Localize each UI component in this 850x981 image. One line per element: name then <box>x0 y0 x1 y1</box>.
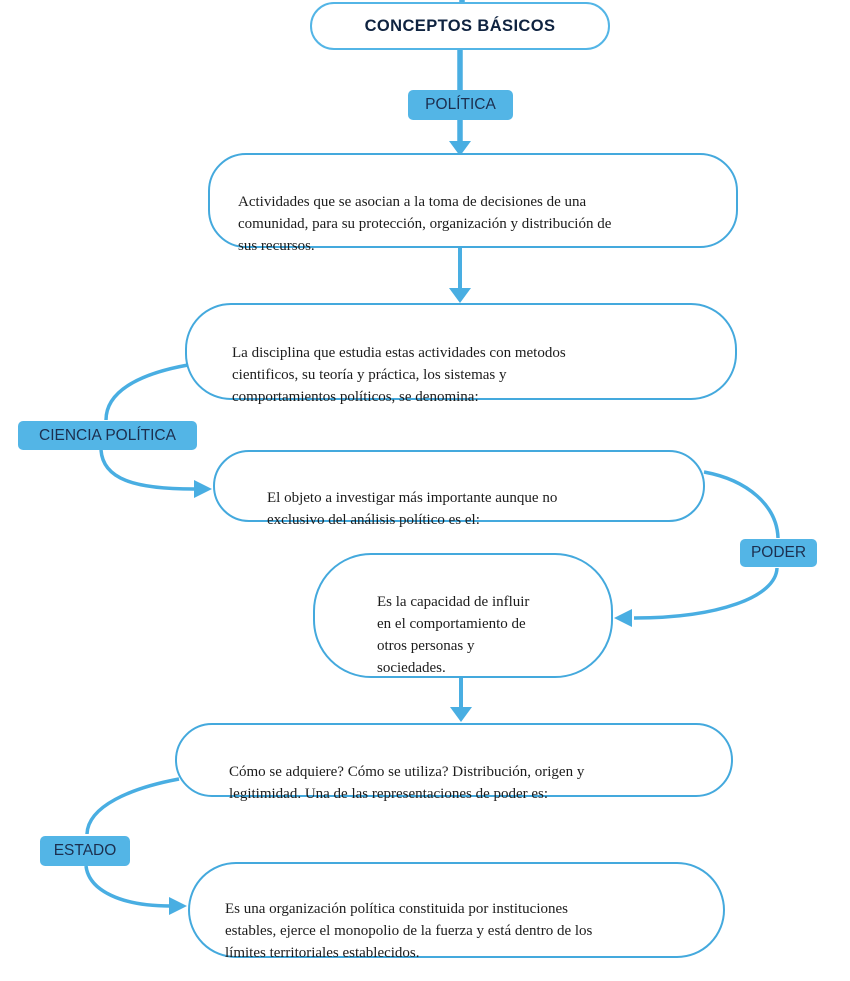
curve-estado-in <box>85 777 180 835</box>
label-ciencia-politica: CIENCIA POLÍTICA <box>18 421 197 450</box>
poder-definition-text: Es la capacidad de influir en el comport… <box>377 594 530 676</box>
node-conceptos-basicos: CONCEPTOS BÁSICOS <box>310 2 610 50</box>
label-poder: PODER <box>740 539 817 567</box>
arrowhead-ciencia-q <box>449 288 471 303</box>
label-poder-text: PODER <box>750 544 807 561</box>
label-ciencia-politica-text: CIENCIA POLÍTICA <box>39 426 176 444</box>
node-estado-question: Cómo se adquiere? Cómo se utiliza? Distr… <box>175 723 733 802</box>
curve-poder-out <box>633 567 779 620</box>
arrowhead-poder-q <box>194 480 212 498</box>
label-estado: ESTADO <box>40 836 130 866</box>
arrowhead-poder-def <box>614 609 632 627</box>
arrowhead-estado-q <box>450 707 472 722</box>
estado-definition-text: Es una organización política constituida… <box>225 901 593 961</box>
poder-question-text: El objeto a investigar más importante au… <box>267 490 558 528</box>
node-poder-definition: Es la capacidad de influir en el comport… <box>313 553 613 678</box>
node-politica-definition: Actividades que se asocian a la toma de … <box>208 153 738 254</box>
node-poder-question: El objeto a investigar más importante au… <box>213 450 705 528</box>
curve-estado-out <box>84 865 171 908</box>
arrowhead-politica-def <box>449 141 471 156</box>
node-estado-definition: Es una organización política constituida… <box>188 862 725 961</box>
diagram-title: CONCEPTOS BÁSICOS <box>364 16 556 35</box>
node-ciencia-politica-question: La disciplina que estudia estas activida… <box>185 303 737 405</box>
curve-poder-in <box>703 470 780 539</box>
arrowhead-estado-def <box>169 897 187 915</box>
label-estado-text: ESTADO <box>53 842 117 859</box>
ciencia-politica-question-text: La disciplina que estudia estas activida… <box>232 345 566 405</box>
label-politica: POLÍTICA <box>408 90 513 120</box>
estado-question-text: Cómo se adquiere? Cómo se utiliza? Distr… <box>229 764 585 802</box>
curve-ciencia-in <box>104 363 189 421</box>
label-politica-text: POLÍTICA <box>425 96 496 113</box>
curve-ciencia-out <box>99 449 195 491</box>
politica-definition-text: Actividades que se asocian a la toma de … <box>238 194 612 254</box>
